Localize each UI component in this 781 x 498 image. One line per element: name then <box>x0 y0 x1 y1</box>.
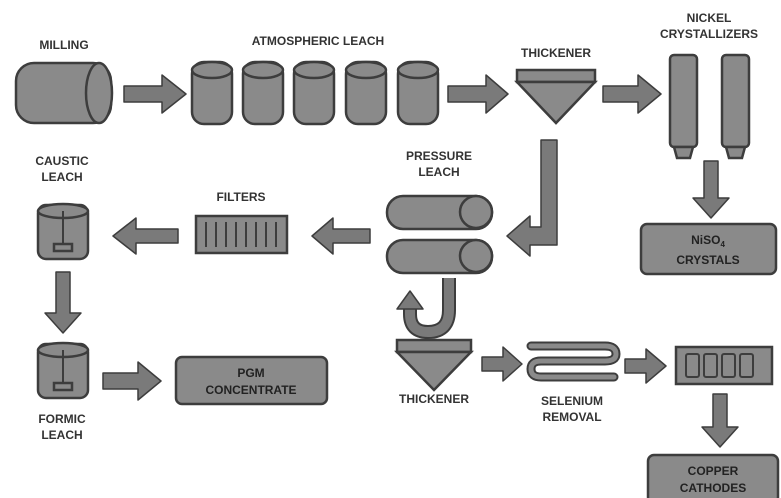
arrow-crystallizers-to-niso4 <box>692 160 730 219</box>
arrow-thickener-to-pressure-leach <box>506 139 558 257</box>
autoclave-icon <box>385 194 494 231</box>
pgm-label-line2: CONCENTRATE <box>205 383 296 397</box>
caustic-leach-label-line2: LEACH <box>41 170 82 184</box>
formic-leach-label-line2: LEACH <box>41 428 82 442</box>
arrow-thickener-to-crystallizers <box>602 74 662 114</box>
agitated-tank-icon <box>36 341 90 400</box>
arrow-selenium-to-electrowinning <box>624 348 667 384</box>
arrow-atmospheric-to-thickener <box>447 74 509 114</box>
arrow-caustic-to-formic <box>44 271 82 334</box>
pgm-concentrate-box: PGM CONCENTRATE <box>174 355 329 406</box>
arrow-milling-to-atmospheric <box>123 74 187 114</box>
niso4-crystals-box: NiSO4 CRYSTALS <box>639 222 778 276</box>
arrow-formic-to-pgm <box>102 361 162 401</box>
arrow-pressure-to-thickener-curved-fill <box>405 278 454 338</box>
tank-icon <box>344 60 388 126</box>
niso4-label-line1: NiSO4 <box>691 233 725 249</box>
tank-icon <box>396 60 440 126</box>
filters-label: FILTERS <box>216 190 265 204</box>
tank-icon <box>190 60 234 126</box>
pressure-leach-label-line2: LEACH <box>418 165 459 179</box>
mill-drum-icon <box>14 61 114 125</box>
atmospheric-leach-label: ATMOSPHERIC LEACH <box>252 34 384 48</box>
crystallizer-icon <box>668 53 699 160</box>
coil-reactor-icon <box>526 341 621 382</box>
crystallizer-icon <box>720 53 751 160</box>
copper-label-line2: CATHODES <box>680 481 746 495</box>
arrow-thickener-to-selenium <box>481 346 523 382</box>
copper-cathodes-box: COPPER CATHODES <box>646 453 780 498</box>
autoclave-icon <box>385 238 494 275</box>
atmospheric-leach-tanks <box>190 60 440 126</box>
selenium-removal-label-line1: SELENIUM <box>541 394 603 408</box>
tank-icon <box>241 60 285 126</box>
thickener-bottom-label: THICKENER <box>399 392 469 406</box>
arrow-electrowinning-to-copper <box>701 393 739 448</box>
arrow-filters-to-caustic <box>112 217 179 255</box>
thickener-top-label: THICKENER <box>521 46 591 60</box>
pgm-label-line1: PGM <box>237 366 264 380</box>
thickener-icon <box>394 338 474 392</box>
arrow-curved-head <box>396 290 424 310</box>
agitated-tank-icon <box>36 202 90 261</box>
filter-press-icon <box>194 214 289 255</box>
niso4-label-line2: CRYSTALS <box>676 253 739 267</box>
pressure-leach-label-line1: PRESSURE <box>406 149 472 163</box>
caustic-leach-label-line1: CAUSTIC <box>35 154 89 168</box>
selenium-removal-label-line2: REMOVAL <box>542 410 601 424</box>
formic-leach-label-line1: FORMIC <box>38 412 86 426</box>
copper-label-line1: COPPER <box>688 464 739 478</box>
milling-label: MILLING <box>39 38 88 52</box>
tank-icon <box>292 60 336 126</box>
nickel-crystallizers-label-line1: NICKEL <box>687 11 732 25</box>
electrowinning-cell-icon <box>674 345 774 386</box>
nickel-crystallizers-label-line2: CRYSTALLIZERS <box>660 27 758 41</box>
thickener-icon <box>514 68 598 125</box>
arrow-pressure-to-filters <box>311 217 371 255</box>
